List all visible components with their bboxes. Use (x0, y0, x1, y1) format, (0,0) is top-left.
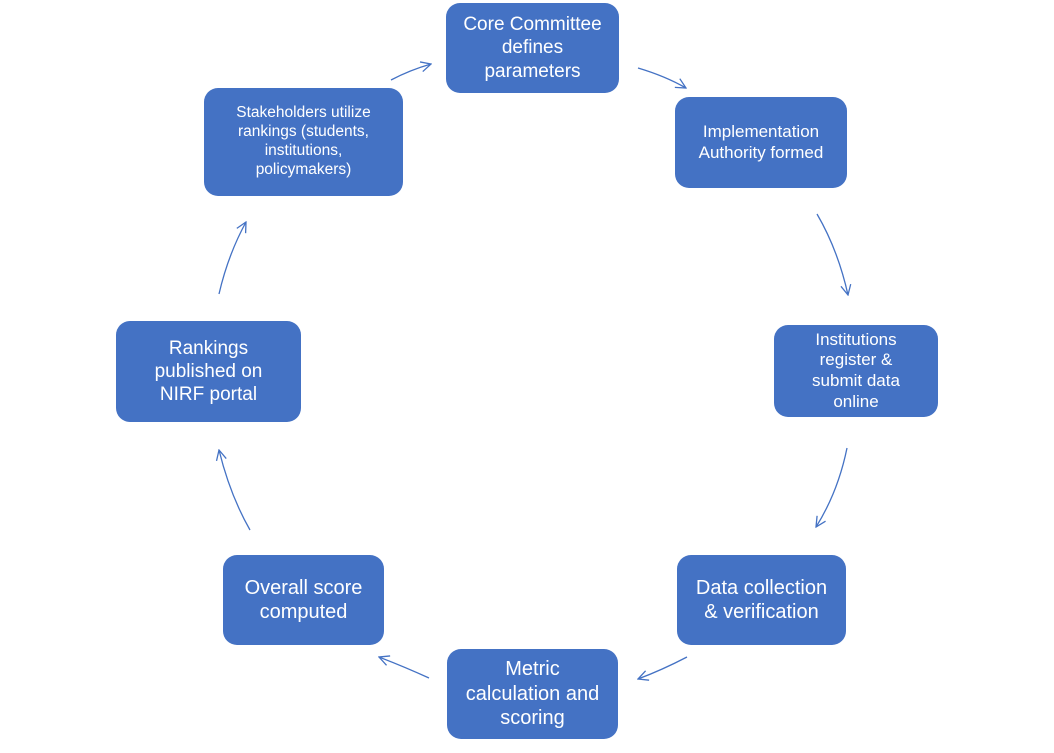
step-data-collection: Data collection & verification (677, 555, 846, 645)
arrow-overall-to-rankings (219, 450, 251, 531)
step-label: Overall score computed (244, 576, 363, 623)
arrow-rankings-to-stakeholders (218, 222, 246, 295)
step-implementation-authority: Implementation Authority formed (675, 97, 847, 188)
arrow-core-to-implementation (637, 67, 686, 88)
arrow-data-to-metric (638, 656, 688, 679)
step-label: Metric calculation and scoring (465, 658, 600, 730)
step-core-committee: Core Committee defines parameters (446, 3, 619, 93)
step-label: Institutions register & submit data onli… (812, 329, 900, 411)
step-label: Core Committee defines parameters (463, 14, 602, 82)
step-label: Stakeholders utilize rankings (students,… (236, 104, 371, 178)
step-rankings-published: Rankings published on NIRF portal (116, 321, 301, 422)
arrow-institutions-to-data (816, 447, 848, 527)
step-label: Data collection & verification (695, 576, 828, 623)
step-metric-calculation: Metric calculation and scoring (447, 649, 618, 739)
step-institutions-register: Institutions register & submit data onli… (774, 325, 938, 417)
arrow-stakeholders-to-core (390, 64, 431, 81)
step-label: Rankings published on NIRF portal (154, 337, 263, 406)
step-overall-score: Overall score computed (223, 555, 384, 645)
step-label: Implementation Authority formed (698, 121, 824, 162)
arrow-implementation-to-institutions (816, 213, 848, 295)
step-stakeholders-utilize: Stakeholders utilize rankings (students,… (204, 88, 403, 196)
arrow-metric-to-overall (379, 657, 430, 679)
